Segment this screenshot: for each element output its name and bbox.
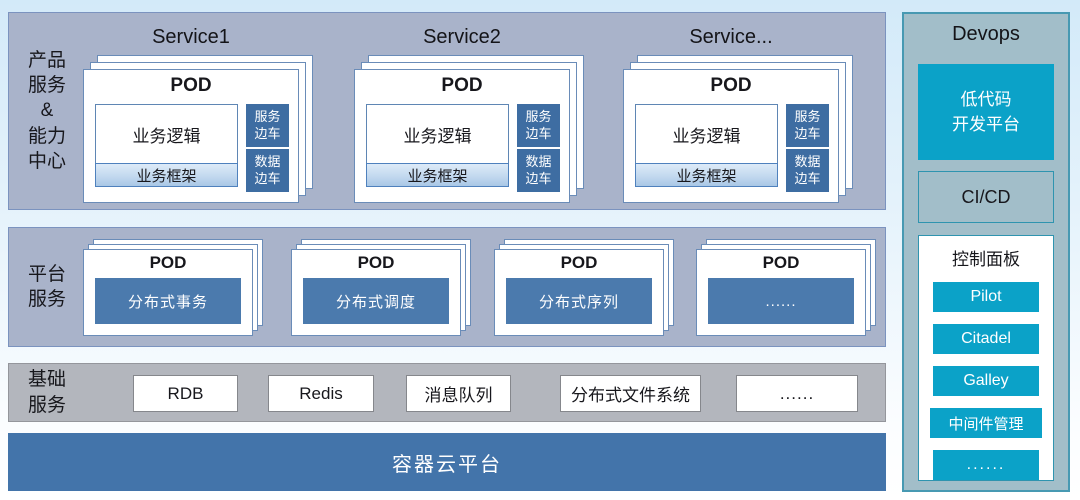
service-title: Service... xyxy=(689,26,773,48)
business-framework-box: 业务框架 xyxy=(635,163,778,187)
pod-label: POD xyxy=(710,75,752,96)
service-title: Service2 xyxy=(423,26,501,48)
platform-section-label: 平台 服务 xyxy=(27,263,66,310)
control-panel-title: 控制面板 xyxy=(952,250,1020,269)
platform-service-box: ...... xyxy=(708,278,854,324)
devops-title: Devops xyxy=(952,23,1020,45)
control-panel-item-pilot: Pilot xyxy=(933,282,1039,312)
pod-card: POD 业务逻辑 业务框架 服务 边车 数据 边车 xyxy=(354,69,570,203)
pod-card: POD 业务逻辑 业务框架 服务 边车 数据 边车 xyxy=(83,69,299,203)
pod-label: POD xyxy=(357,253,395,272)
container-cloud-bar: 容器云平台 xyxy=(8,433,886,491)
control-panel-item-middleware: 中间件管理 xyxy=(930,408,1042,438)
pod-label: POD xyxy=(762,253,800,272)
lowcode-platform-box: 低代码 开发平台 xyxy=(918,64,1054,160)
pod-card: POD 业务逻辑 业务框架 服务 边车 数据 边车 xyxy=(623,69,839,203)
business-framework-box: 业务框架 xyxy=(95,163,238,187)
logic-column: 业务逻辑 业务框架 xyxy=(366,104,509,192)
control-panel-box: 控制面板 Pilot Citadel Galley 中间件管理 ...... xyxy=(918,235,1054,481)
platform-section: 平台 服务 POD 分布式事务 POD 分布式调度 POD 分布式序列 xyxy=(8,227,886,347)
control-panel-item-citadel: Citadel xyxy=(933,324,1039,354)
business-logic-box: 业务逻辑 xyxy=(366,104,509,164)
sidecar-column: 服务 边车 数据 边车 xyxy=(245,104,289,192)
control-panel-item-galley: Galley xyxy=(933,366,1039,396)
pod-label: POD xyxy=(149,253,187,272)
pod-card-stack: POD 业务逻辑 业务框架 服务 边车 数据 边车 xyxy=(354,55,584,203)
service-sidecar-box: 服务 边车 xyxy=(245,104,289,147)
sidecar-column: 服务 边车 数据 边车 xyxy=(516,104,560,192)
service-sidecar-box: 服务 边车 xyxy=(785,104,829,147)
pod-body: 业务逻辑 业务框架 服务 边车 数据 边车 xyxy=(624,100,838,192)
devops-column: Devops 低代码 开发平台 CI/CD 控制面板 Pilot Citadel… xyxy=(902,12,1070,492)
business-logic-box: 业务逻辑 xyxy=(95,104,238,164)
platform-service-box: 分布式序列 xyxy=(506,278,652,324)
service-group-2: Service2 POD 业务逻辑 业务框架 服务 边车 数据 边车 xyxy=(354,21,584,203)
basic-item-redis: Redis xyxy=(268,375,374,412)
basic-item-message-queue: 消息队列 xyxy=(406,375,511,412)
business-logic-box: 业务逻辑 xyxy=(635,104,778,164)
platform-pod-card: POD ...... xyxy=(696,249,866,336)
platform-pod-stack: POD 分布式事务 xyxy=(83,239,263,336)
container-cloud-label: 容器云平台 xyxy=(392,453,502,476)
basic-item-rdb: RDB xyxy=(133,375,238,412)
business-framework-box: 业务框架 xyxy=(366,163,509,187)
data-sidecar-box: 数据 边车 xyxy=(516,149,560,192)
products-section-label: 产品 服务 & 能力 中心 xyxy=(27,50,66,172)
pod-body: 业务逻辑 业务框架 服务 边车 数据 边车 xyxy=(355,100,569,192)
pod-label: POD xyxy=(441,75,483,96)
basic-section-label: 基础 服务 xyxy=(27,369,66,416)
pod-label: POD xyxy=(170,75,212,96)
data-sidecar-box: 数据 边车 xyxy=(785,149,829,192)
platform-pod-stack: POD 分布式序列 xyxy=(494,239,674,336)
platform-pod-stack: POD ...... xyxy=(696,239,876,336)
control-panel-item-more: ...... xyxy=(933,450,1039,480)
sidecar-column: 服务 边车 数据 边车 xyxy=(785,104,829,192)
pod-body: 业务逻辑 业务框架 服务 边车 数据 边车 xyxy=(84,100,298,192)
basic-section: 基础 服务 RDB Redis 消息队列 分布式文件系统 ...... xyxy=(8,363,886,422)
platform-pod-card: POD 分布式调度 xyxy=(291,249,461,336)
data-sidecar-box: 数据 边车 xyxy=(245,149,289,192)
platform-service-box: 分布式事务 xyxy=(95,278,241,324)
pod-label: POD xyxy=(560,253,598,272)
service-title: Service1 xyxy=(152,26,230,48)
service-group-3: Service... POD 业务逻辑 业务框架 服务 边车 数据 边车 xyxy=(623,21,853,203)
platform-pod-card: POD 分布式事务 xyxy=(83,249,253,336)
service-sidecar-box: 服务 边车 xyxy=(516,104,560,147)
logic-column: 业务逻辑 业务框架 xyxy=(635,104,778,192)
service-group-1: Service1 POD 业务逻辑 业务框架 服务 边车 数据 边车 xyxy=(83,21,313,203)
basic-item-distributed-fs: 分布式文件系统 xyxy=(560,375,701,412)
basic-item-more: ...... xyxy=(736,375,858,412)
platform-service-box: 分布式调度 xyxy=(303,278,449,324)
pod-card-stack: POD 业务逻辑 业务框架 服务 边车 数据 边车 xyxy=(623,55,853,203)
pod-card-stack: POD 业务逻辑 业务框架 服务 边车 数据 边车 xyxy=(83,55,313,203)
cicd-box: CI/CD xyxy=(918,171,1054,223)
logic-column: 业务逻辑 业务框架 xyxy=(95,104,238,192)
platform-pod-card: POD 分布式序列 xyxy=(494,249,664,336)
products-section: 产品 服务 & 能力 中心 Service1 POD 业务逻辑 业务框架 服务 … xyxy=(8,12,886,210)
platform-pod-stack: POD 分布式调度 xyxy=(291,239,471,336)
